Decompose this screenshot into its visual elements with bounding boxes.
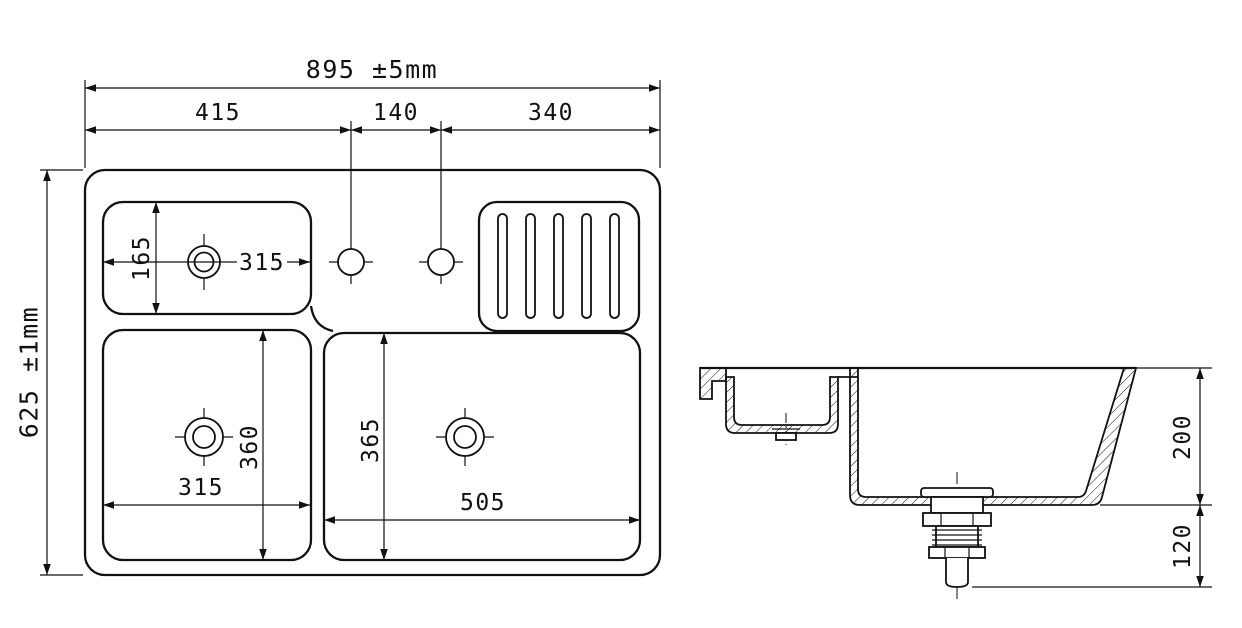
right-bowl-drain xyxy=(436,408,494,466)
drain-assembly xyxy=(920,472,994,600)
dim-small-bowl-width: 315 xyxy=(239,250,285,276)
small-bowl-wall-section xyxy=(725,376,839,434)
deep-bowl-wall-section-left xyxy=(849,367,939,506)
tap-hole-circle xyxy=(427,248,455,276)
dim-segment-left: 415 xyxy=(195,100,241,126)
right-bowl-outline xyxy=(322,331,642,562)
sink-outer-outline xyxy=(83,168,662,577)
small-bowl-outline xyxy=(101,200,313,316)
left-bowl-drain xyxy=(175,408,233,466)
small-bowl-drain-outlet xyxy=(775,432,797,441)
dim-left-bowl-width: 315 xyxy=(178,475,224,501)
tap-hole-circle xyxy=(337,248,365,276)
drain-inner-circle xyxy=(192,425,216,449)
dim-segment-right: 340 xyxy=(528,100,574,126)
front-apron-section xyxy=(699,367,727,400)
drainer-rib xyxy=(553,213,564,319)
drainer-outline xyxy=(477,200,641,333)
tap-hole-right xyxy=(419,121,463,284)
tap-hole-left xyxy=(329,121,373,284)
left-bowl-outline xyxy=(101,328,313,562)
section-view: 200 120 xyxy=(699,366,1212,600)
dim-bowl-depth: 200 xyxy=(1170,414,1196,460)
drainer-rib xyxy=(581,213,592,319)
dim-small-bowl-depth: 165 xyxy=(129,235,155,281)
dim-drain-clearance: 120 xyxy=(1170,523,1196,569)
drainer-rib xyxy=(609,213,620,319)
thread-section xyxy=(935,525,979,548)
dim-overall-depth: 625 ±1mm xyxy=(15,306,44,438)
drainer-rib xyxy=(497,213,508,319)
locknut-lower xyxy=(928,546,986,559)
bowl-junction-notch xyxy=(309,305,334,333)
dim-segment-middle: 140 xyxy=(373,100,419,126)
drainer-rib xyxy=(525,213,536,319)
dim-overall-width: 895 ±5mm xyxy=(306,55,438,84)
dim-text-backing xyxy=(237,249,287,275)
deep-bowl-wall-section-right xyxy=(977,367,1138,506)
locknut-upper xyxy=(922,512,992,527)
top-view: 895 ±5mm 415 140 340 625 ±1mm 165 315 36… xyxy=(15,55,662,577)
tailpiece xyxy=(945,558,969,588)
drain-inner-circle xyxy=(453,425,477,449)
dim-left-bowl-depth: 360 xyxy=(237,424,263,470)
dim-right-bowl-depth: 365 xyxy=(358,417,384,463)
strainer-flange xyxy=(920,487,994,498)
strainer-body xyxy=(930,496,984,514)
dim-right-bowl-width: 505 xyxy=(460,490,506,516)
